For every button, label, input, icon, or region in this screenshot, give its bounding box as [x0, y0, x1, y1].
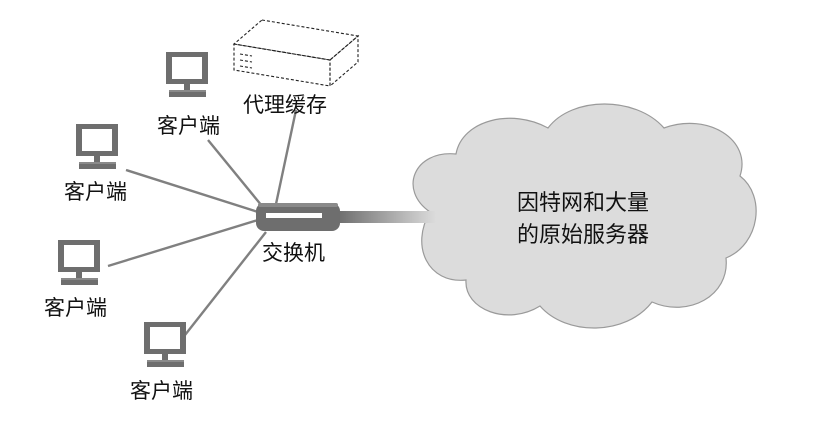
cloud-label-line1: 因特网和大量	[516, 191, 649, 216]
client-lower-left-monitor-icon	[58, 240, 100, 285]
client-bottom-monitor-icon	[144, 322, 186, 367]
cloud-label-line2: 的原始服务器	[516, 223, 649, 248]
links	[107, 109, 298, 336]
uplink-link	[338, 211, 436, 223]
client-upper-left-label: 客户端	[64, 180, 127, 204]
link-client-lower-left	[107, 218, 259, 268]
switch-icon	[256, 203, 340, 231]
link-client-bottom	[184, 231, 267, 336]
link-proxy-cache	[274, 109, 298, 205]
client-upper-left-monitor-icon	[76, 124, 118, 169]
cloud-label: 因特网和大量 的原始服务器	[463, 188, 703, 252]
client-bottom-label: 客户端	[130, 379, 193, 403]
internet-cloud	[412, 103, 757, 329]
client-top-monitor-icon	[166, 52, 208, 97]
proxy-cache-icon	[232, 19, 360, 88]
cloud-shape	[412, 103, 757, 329]
client-top-label: 客户端	[157, 114, 220, 138]
proxy-cache-label: 代理缓存	[243, 93, 327, 117]
link-client-upper-left	[125, 168, 259, 214]
switch-label: 交换机	[262, 241, 325, 265]
client-lower-left-label: 客户端	[44, 296, 107, 320]
link-client-top	[207, 139, 263, 207]
